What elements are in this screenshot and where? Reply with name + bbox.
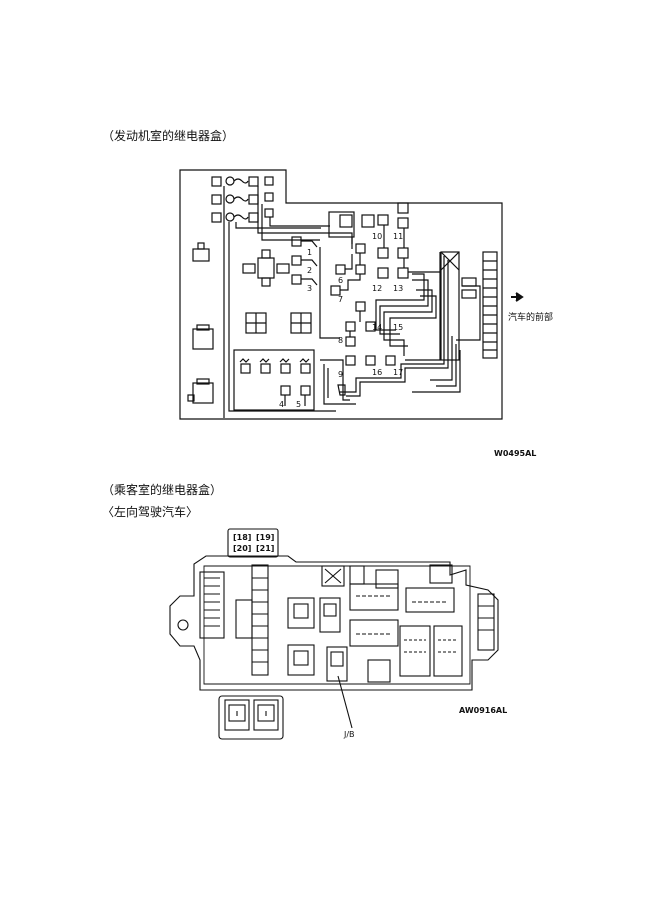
relay-number: 14 xyxy=(372,323,383,332)
fuse-tag: [20] xyxy=(233,544,252,553)
arrow-right-icon xyxy=(511,292,524,302)
relay-number: 4 xyxy=(279,400,285,409)
ext-relay xyxy=(192,328,214,350)
fuse xyxy=(264,208,274,218)
relay-number: 9 xyxy=(338,370,344,379)
relay-number: 8 xyxy=(338,336,344,345)
fuse-tag-block xyxy=(227,528,279,558)
sub-box xyxy=(233,349,315,411)
relay-number: 16 xyxy=(372,368,383,377)
relay-number: 15 xyxy=(393,323,404,332)
fuse xyxy=(211,194,222,205)
relay-number: 3 xyxy=(307,284,313,293)
cabin-diagram-code: AW0916AL xyxy=(459,706,508,715)
engine-diagram-code: W0495AL xyxy=(494,449,537,458)
relay-number: 1 xyxy=(307,248,313,257)
fuse-tag: [19] xyxy=(256,533,275,542)
fuse-tag: [21] xyxy=(256,544,275,553)
relay-number: 2 xyxy=(307,266,313,275)
bottom-relay-housing xyxy=(218,695,284,740)
ext-relay xyxy=(196,324,210,331)
relay-main xyxy=(261,277,271,287)
fuse xyxy=(264,176,274,186)
fuse-strip xyxy=(482,251,498,359)
fuse xyxy=(211,212,222,223)
relay-main xyxy=(261,249,271,259)
relay-number: 12 xyxy=(372,284,383,293)
relay-main xyxy=(276,263,290,274)
relay-number: 7 xyxy=(338,295,344,304)
vehicle-front-label: 汽车的前部 xyxy=(508,313,554,323)
relay-main xyxy=(242,263,256,274)
relay-number: 10 xyxy=(372,232,383,241)
relay-number: 6 xyxy=(338,276,344,285)
connector-block xyxy=(440,251,460,361)
relay-number: 13 xyxy=(393,284,404,293)
ext-relay xyxy=(196,378,210,385)
fuse xyxy=(211,176,222,187)
left-hand-drive-heading: 〈左向驾驶汽车〉 xyxy=(102,505,199,519)
junction-block-label: J/B xyxy=(344,730,355,739)
cabin-relay-box-heading: （乘客室的继电器盒） xyxy=(102,483,223,497)
fuse-tag: [18] xyxy=(233,533,252,542)
engine-relay-box-heading: （发动机室的继电器盒） xyxy=(102,129,235,143)
relay-number: 17 xyxy=(393,368,404,377)
relay-number: 5 xyxy=(296,400,302,409)
relay-number: 11 xyxy=(393,232,404,241)
ext-relay xyxy=(192,382,214,404)
fuse xyxy=(264,192,274,202)
fuse xyxy=(248,176,259,187)
ext-relay xyxy=(187,394,195,402)
engine-box-outline xyxy=(179,169,503,420)
ext-relay xyxy=(197,242,205,250)
